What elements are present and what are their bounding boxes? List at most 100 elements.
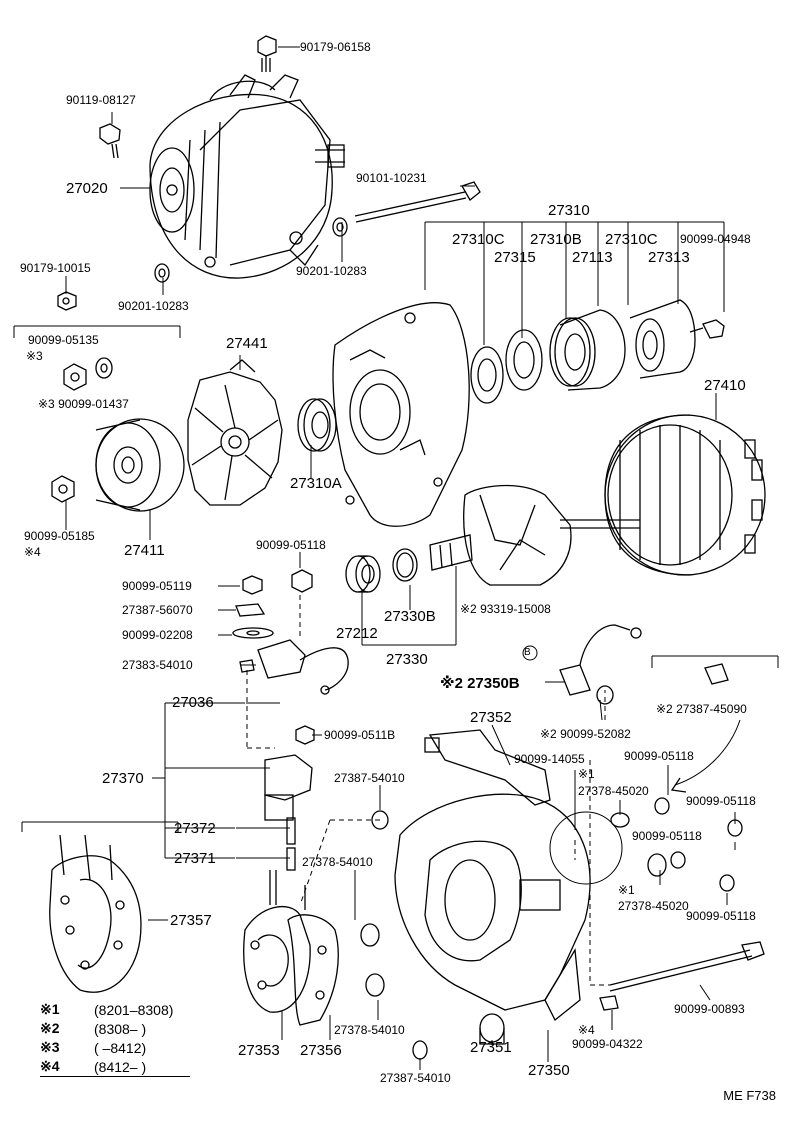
figure-code: ME F738 [723, 1088, 776, 1103]
label-27330b: 27330B [384, 608, 436, 625]
label-90099-0511b: 90099-0511B [324, 728, 396, 742]
label-27383-54010: 27383-54010 [122, 658, 193, 672]
label-90201-10283-a: 90201-10283 [296, 264, 367, 278]
legend-mark: ※1 [40, 1001, 60, 1017]
bearing-27310a [297, 398, 337, 452]
legend-row: ※1 (8201–8308) [40, 1000, 190, 1019]
mark-1-a: ※1 [578, 767, 595, 781]
diode-holder-27357 [49, 834, 142, 993]
mark-1-b: ※1 [618, 883, 635, 897]
label-90099-14055: 90099-14055 [514, 752, 585, 766]
label-27310c-b: 27310C [605, 231, 658, 248]
label-90099-05118-a: 90099-05118 [256, 538, 326, 552]
label-27315: 27315 [494, 249, 536, 266]
label-90201-10283-b: 90201-10283 [118, 299, 189, 313]
label-27410: 27410 [704, 377, 746, 394]
label-27351: 27351 [470, 1039, 512, 1056]
label-27372: 27372 [174, 820, 216, 837]
legend-row: ※4 (8412– ) [40, 1057, 190, 1076]
label-27020: 27020 [66, 180, 108, 197]
applicability-legend: ※1 (8201–8308) ※2 (8308– ) ※3 ( –8412) ※… [40, 1000, 190, 1077]
label-90119-08127: 90119-08127 [66, 93, 136, 107]
label-90099-01437: ※3 90099-01437 [38, 397, 129, 411]
legend-mark: ※2 [40, 1020, 60, 1036]
label-27330: 27330 [386, 651, 428, 668]
mark-3-top: ※3 [26, 349, 43, 363]
label-90099-05118-b: 90099-05118 [624, 749, 694, 763]
regulator-27370 [264, 754, 313, 871]
label-90099-05118-c: 90099-05118 [686, 794, 756, 808]
label-27441: 27441 [226, 335, 268, 352]
label-27378-54010-a: 27378-54010 [302, 855, 373, 869]
label-27378-45020-a: 27378-45020 [578, 784, 649, 798]
bearing-27212 [345, 548, 418, 593]
top-nut [257, 35, 277, 72]
rotor [429, 484, 640, 586]
label-90101-10231: 90101-10231 [356, 171, 427, 185]
label-27357: 27357 [170, 912, 212, 929]
legend-range: ( –8412) [94, 1039, 147, 1056]
mark-4-right: ※4 [578, 1023, 595, 1037]
label-90099-05135: 90099-05135 [28, 333, 99, 347]
label-27356: 27356 [300, 1042, 342, 1059]
label-27378-45020-b: 27378-45020 [618, 899, 689, 913]
brush-holder-wire [522, 624, 741, 793]
label-90099-05118-e: 90099-05118 [686, 909, 756, 923]
label-27378-54010-b: 27378-54010 [334, 1023, 405, 1037]
label-90099-05185: 90099-05185 [24, 529, 95, 543]
legend-range: (8412– ) [94, 1058, 147, 1075]
bearing-stack [470, 299, 725, 404]
label-27370: 27370 [102, 770, 144, 787]
label-27212: 27212 [336, 625, 378, 642]
label-27350: 27350 [528, 1062, 570, 1079]
label-27313: 27313 [648, 249, 690, 266]
regulator-small-parts [232, 569, 349, 745]
diode-assemblies [243, 870, 339, 1026]
label-90179-10015: 90179-10015 [20, 261, 91, 275]
legend-mark: ※4 [40, 1058, 60, 1074]
label-90099-52082: ※2 90099-52082 [540, 727, 631, 741]
dashed-assembly-lines [246, 595, 610, 986]
alternator-assembly [149, 74, 345, 279]
label-27387-54010-a: 27387-54010 [334, 771, 405, 785]
stator-27410 [604, 414, 766, 576]
legend-range: (8308– ) [94, 1020, 147, 1037]
long-bolt-90101-10231 [354, 181, 481, 223]
pulley-27411 [95, 418, 185, 512]
label-90099-05118-d: 90099-05118 [632, 829, 702, 843]
label-93319-15008: ※2 93319-15008 [460, 602, 551, 616]
legend-range: (8201–8308) [94, 1001, 174, 1018]
label-27310b: 27310B [530, 231, 582, 248]
legend-mark: ※3 [40, 1039, 60, 1055]
label-90099-04322: 90099-04322 [572, 1037, 643, 1051]
label-90099-02208: 90099-02208 [122, 628, 193, 642]
mark-4-left: ※4 [24, 545, 41, 559]
label-90099-00893: 90099-00893 [674, 1002, 745, 1016]
label-27371: 27371 [174, 850, 216, 867]
right-small-parts [360, 797, 743, 1060]
small-washers [57, 217, 348, 311]
label-27387-45090: ※2 27387-45090 [656, 702, 747, 716]
label-27310c-a: 27310C [452, 231, 505, 248]
circle-b-mark: B [524, 647, 531, 658]
label-27353: 27353 [238, 1042, 280, 1059]
pulley-nuts [51, 357, 113, 503]
label-27310: 27310 [548, 202, 590, 219]
label-27350b: ※2 27350B [440, 675, 520, 692]
bracket-27352 [424, 729, 551, 806]
drive-end-frame [332, 302, 470, 527]
long-bolt-90099-00893 [599, 941, 765, 1011]
label-90179-06158: 90179-06158 [300, 40, 371, 54]
legend-row: ※3 ( –8412) [40, 1038, 190, 1057]
rectifier-frame-27350 [394, 793, 623, 1045]
label-27411: 27411 [124, 542, 165, 559]
label-27113: 27113 [572, 249, 613, 266]
label-27387-56070: 27387-56070 [122, 603, 193, 617]
legend-underline [40, 1076, 190, 1077]
label-90099-05119: 90099-05119 [122, 579, 192, 593]
fan-27441 [187, 359, 283, 506]
label-27352: 27352 [470, 709, 512, 726]
label-27036: 27036 [172, 694, 214, 711]
